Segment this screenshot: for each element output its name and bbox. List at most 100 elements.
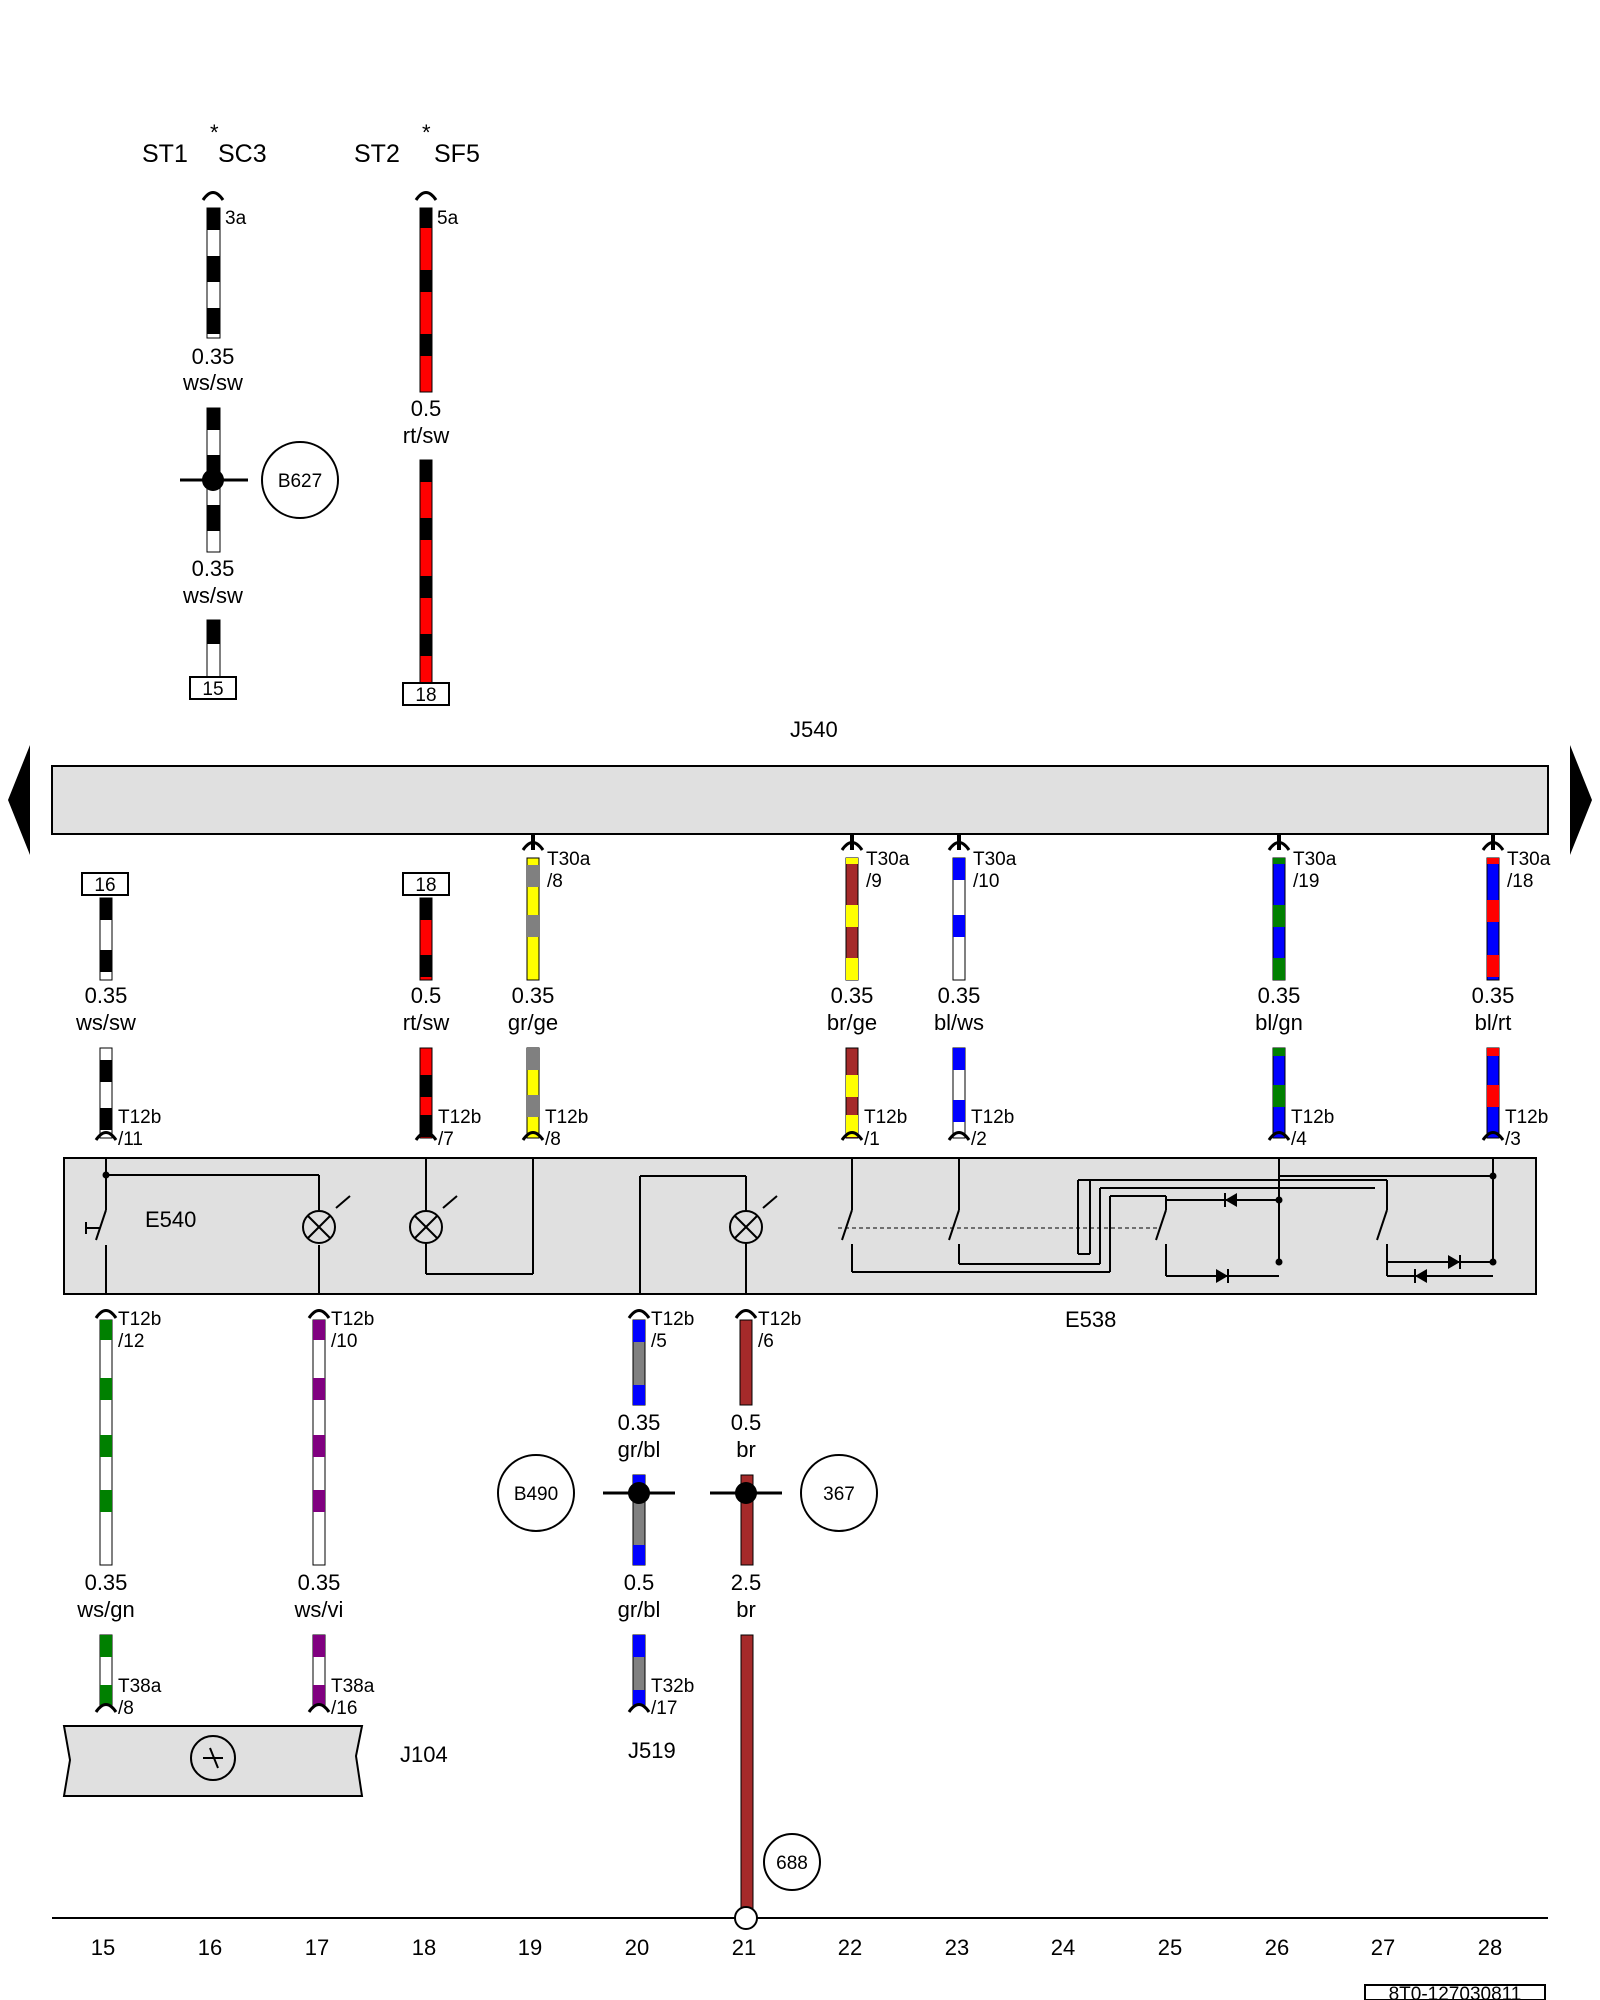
- ref-box-label: 18: [415, 875, 436, 896]
- fuse-pin-label: 3a: [225, 208, 247, 229]
- t30a-label: T30a: [1507, 849, 1551, 870]
- fuse-right-label: SF5: [434, 140, 480, 168]
- fuse-left-label: ST1: [142, 140, 188, 168]
- t38a-pin: /8: [118, 1698, 134, 1719]
- e540-switch: [85, 1158, 320, 1294]
- module-j519-label: J519: [628, 1738, 676, 1763]
- lamp-icon: [409, 1158, 534, 1275]
- t12b-pin: /10: [331, 1331, 357, 1352]
- axis-tick: 28: [1478, 1935, 1502, 1960]
- axis-tick: 21: [732, 1935, 756, 1960]
- wire-size: 0.35: [938, 983, 981, 1008]
- t12b-pin: /1: [864, 1129, 880, 1150]
- wire-color: ws/sw: [75, 1010, 136, 1035]
- bus-j540: [51, 765, 1549, 835]
- splice-ref-label: B490: [514, 1484, 558, 1505]
- t12b-pin: /4: [1291, 1129, 1307, 1150]
- t32b-label: T32b: [651, 1676, 694, 1697]
- axis-tick: 26: [1265, 1935, 1289, 1960]
- bus-label: J540: [790, 717, 838, 742]
- doc-id: 8T0-127030811: [1389, 1984, 1522, 2000]
- wire-top-left: [180, 207, 248, 683]
- diode-icon: [1216, 1193, 1461, 1283]
- wire-bottom-br: [710, 1319, 782, 1916]
- connector-icon: [307, 1703, 331, 1713]
- connector-icon: [627, 1703, 651, 1713]
- axis-tick: 23: [945, 1935, 969, 1960]
- t30a-label: T30a: [866, 849, 910, 870]
- t12b-pin: /8: [545, 1129, 561, 1150]
- wire-size: 0.35: [831, 983, 874, 1008]
- wire-color: gr/bl: [618, 1597, 661, 1622]
- junction-dots: [102, 1171, 1497, 1266]
- wire-size: 0.35: [1258, 983, 1301, 1008]
- wire-size: 0.35: [192, 556, 235, 581]
- wire-size: 0.5: [624, 1570, 655, 1595]
- wire-mid-ws-sw: [81, 872, 129, 1139]
- wire-mid-rt-sw: [402, 872, 450, 1139]
- t12b-bottom-connectors: [94, 1309, 758, 1319]
- t12b-label: T12b: [651, 1309, 694, 1330]
- wire-color: ws/gn: [76, 1597, 134, 1622]
- wire-mid-gr-ge: [521, 835, 545, 1139]
- t12b-pin: /6: [758, 1331, 774, 1352]
- t38a-label: T38a: [118, 1676, 162, 1697]
- splice-ref-label: 367: [823, 1484, 855, 1505]
- t12b-label: T12b: [1505, 1107, 1548, 1128]
- t30a-pin: /9: [866, 871, 882, 892]
- wire-size: 0.35: [1472, 983, 1515, 1008]
- t12b-pin: /3: [1505, 1129, 1521, 1150]
- wire-bottom-ws-vi: [312, 1319, 326, 1706]
- t12b-pin: /2: [971, 1129, 987, 1150]
- t30a-pin: /19: [1293, 871, 1319, 892]
- component-box: [63, 1157, 1537, 1295]
- axis-tick: 16: [198, 1935, 222, 1960]
- doc-id-box: [1364, 1984, 1546, 2000]
- splice-ref-circle: [497, 1454, 575, 1532]
- t12b-top-connectors: [94, 1131, 1505, 1141]
- wire-mid-bl-ws: [947, 835, 971, 1139]
- wire-size: 0.35: [192, 344, 235, 369]
- t30a-pin: /8: [547, 871, 563, 892]
- splice-ref-label: B627: [278, 471, 322, 492]
- splice-ref-circle: [763, 1833, 821, 1891]
- wire-color: ws/sw: [182, 370, 243, 395]
- wire-size: 0.5: [411, 983, 442, 1008]
- axis-tick: 20: [625, 1935, 649, 1960]
- t30a-pin: /18: [1507, 871, 1533, 892]
- wire-color: br: [736, 1597, 756, 1622]
- motor-icon: [190, 1735, 236, 1781]
- module-j104-label: J104: [400, 1742, 448, 1767]
- t30a-pin: /10: [973, 871, 999, 892]
- wire-color: bl/rt: [1475, 1010, 1512, 1035]
- t38a-label: T38a: [331, 1676, 375, 1697]
- t12b-label: T12b: [864, 1107, 907, 1128]
- fuse-sf5: ST2 * SF5 5a: [354, 120, 480, 229]
- wire-size: 0.5: [411, 396, 442, 421]
- splice-ref-circle: [800, 1454, 878, 1532]
- ref-box: [189, 676, 237, 700]
- wire-bottom-gr-bl: [603, 1319, 675, 1706]
- t12b-pin: /11: [118, 1129, 143, 1150]
- lamp-icon: [639, 1175, 778, 1294]
- t12b-label: T12b: [118, 1309, 161, 1330]
- t12b-pin: /12: [118, 1331, 144, 1352]
- t12b-label: T12b: [971, 1107, 1014, 1128]
- axis-tick: 15: [91, 1935, 115, 1960]
- t12b-pin: /7: [438, 1129, 454, 1150]
- t12b-label: T12b: [438, 1107, 481, 1128]
- ref-box: [402, 682, 450, 706]
- bus-arrow-left-icon: [8, 745, 30, 855]
- axis-tick: 24: [1051, 1935, 1075, 1960]
- axis-tick: 27: [1371, 1935, 1395, 1960]
- ref-box-label: 15: [202, 679, 223, 700]
- wire-color: bl/ws: [934, 1010, 984, 1035]
- t12b-label: T12b: [1291, 1107, 1334, 1128]
- wire-size: 0.35: [85, 983, 128, 1008]
- splice-ref-label: 688: [776, 1853, 808, 1874]
- axis-tick: 19: [518, 1935, 542, 1960]
- ground-axis: 15 16 17 18 19 20 21 22 23 24 25 26 27 2…: [91, 1935, 1502, 1960]
- t30a-label: T30a: [1293, 849, 1337, 870]
- fuse-left-label: ST2: [354, 140, 400, 168]
